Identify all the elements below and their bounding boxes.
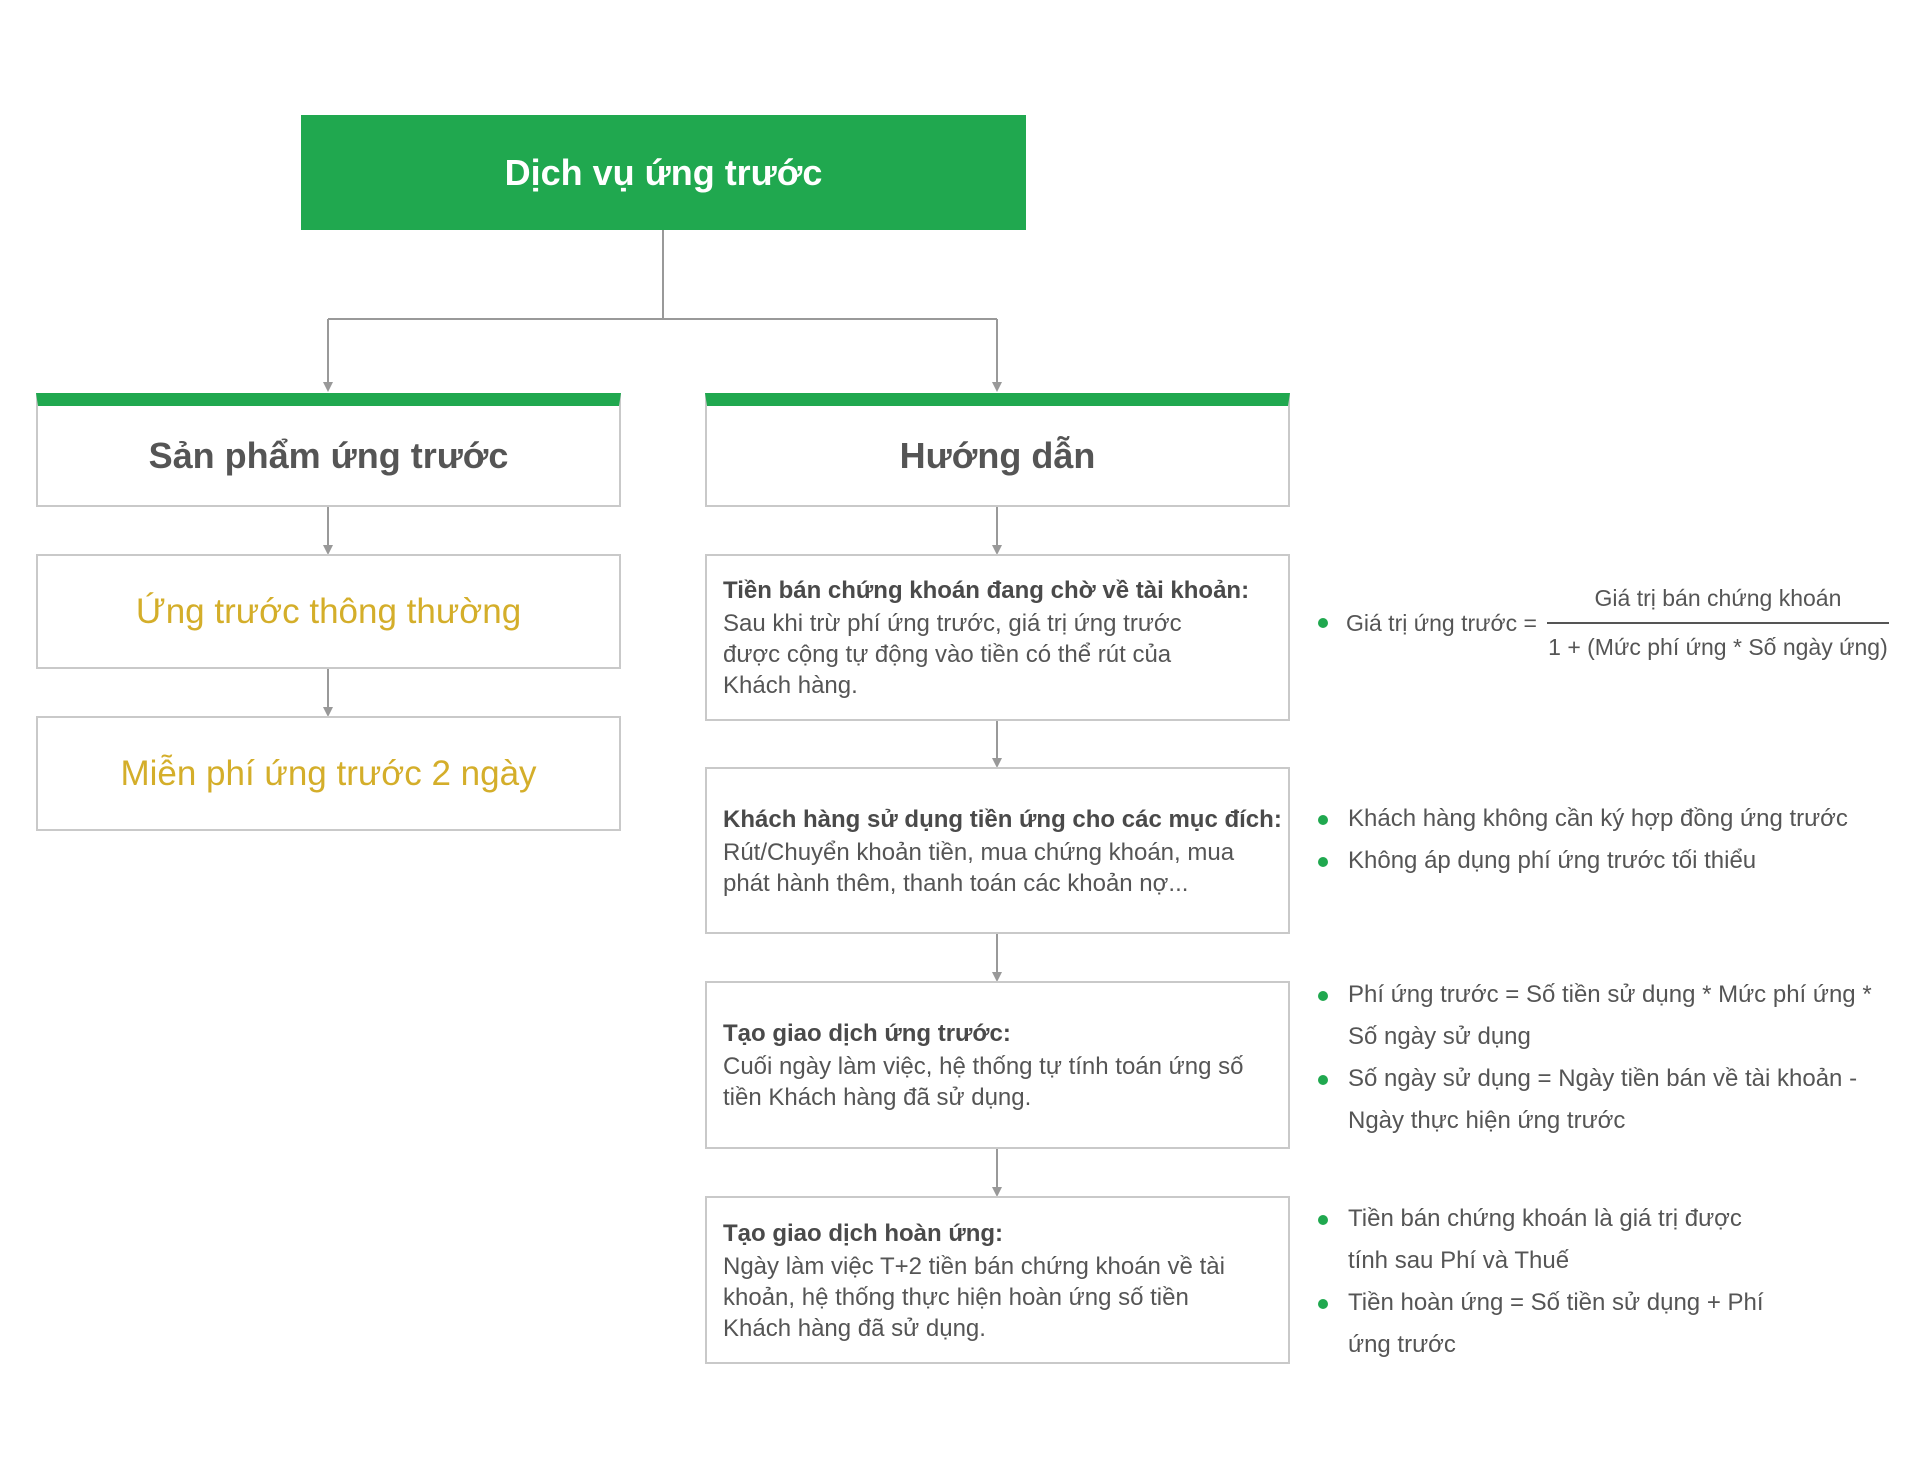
step-4-body: Ngày làm việc T+2 tiền bán chứng khoán v…	[723, 1252, 1225, 1342]
bullet-dot	[1318, 1215, 1328, 1225]
step-2-body: Rút/Chuyển khoản tiền, mua chứng khoán, …	[723, 838, 1235, 897]
formula-fraction: Giá trị bán chứng khoán 1 + (Mức phí ứng…	[1546, 585, 1889, 661]
step-2-title: Khách hàng sử dụng tiền ứng cho các mục …	[723, 805, 1282, 833]
formula-denominator: 1 + (Mức phí ứng * Số ngày ứng)	[1548, 634, 1888, 660]
step-3-body: Cuối ngày làm việc, hệ thống tự tính toá…	[723, 1053, 1244, 1111]
note-item: Tiền hoàn ứng = Số tiền sử dụng + Phí ứn…	[1318, 1282, 1768, 1366]
notes-group-2: Khách hàng không cần ký hợp đồng ứng trư…	[1318, 798, 1888, 882]
step-box-3: Tạo giao dịch ứng trước: Cuối ngày làm v…	[705, 981, 1290, 1149]
right-header-box: Hướng dẫn	[705, 393, 1290, 507]
note-item: Số ngày sử dụng = Ngày tiền bán về tài k…	[1318, 1058, 1878, 1142]
note-text: Tiền hoàn ứng = Số tiền sử dụng + Phí ứn…	[1348, 1289, 1764, 1358]
root-title: Dịch vụ ứng trước	[504, 151, 823, 193]
advance-value-formula: Giá trị ứng trước = Giá trị bán chứng kh…	[1318, 585, 1889, 661]
bullet-dot	[1318, 857, 1328, 867]
formula-numerator: Giá trị bán chứng khoán	[1546, 585, 1889, 624]
step-1-title: Tiền bán chứng khoán đang chờ về tài kho…	[723, 577, 1250, 604]
bullet-dot	[1318, 618, 1328, 628]
product-label-2: Miễn phí ứng trước 2 ngày	[120, 753, 537, 793]
bullet-dot	[1318, 1075, 1328, 1085]
step-4-title: Tạo giao dịch hoàn ứng:	[723, 1219, 1004, 1247]
product-label-1: Ứng trước thông thường	[135, 591, 522, 631]
bullet-dot	[1318, 815, 1328, 825]
notes-group-4: Tiền bán chứng khoán là giá trị được tín…	[1318, 1198, 1768, 1366]
notes-group-3: Phí ứng trước = Số tiền sử dụng * Mức ph…	[1318, 974, 1878, 1142]
note-item: Không áp dụng phí ứng trước tối thiểu	[1318, 840, 1888, 882]
note-item: Phí ứng trước = Số tiền sử dụng * Mức ph…	[1318, 974, 1878, 1058]
bullet-dot	[1318, 1299, 1328, 1309]
left-header-box: Sản phẩm ứng trước	[36, 393, 621, 507]
bullet-dot	[1318, 991, 1328, 1001]
step-3-title: Tạo giao dịch ứng trước:	[723, 1020, 1011, 1047]
note-text: Số ngày sử dụng = Ngày tiền bán về tài k…	[1348, 1065, 1858, 1134]
right-header-title: Hướng dẫn	[899, 434, 1096, 476]
step-box-4: Tạo giao dịch hoàn ứng: Ngày làm việc T+…	[705, 1196, 1290, 1364]
left-header-title: Sản phẩm ứng trước	[148, 434, 509, 476]
product-box-2: Miễn phí ứng trước 2 ngày	[36, 716, 621, 831]
note-item: Khách hàng không cần ký hợp đồng ứng trư…	[1318, 798, 1888, 840]
step-box-1: Tiền bán chứng khoán đang chờ về tài kho…	[705, 554, 1290, 721]
note-item: Tiền bán chứng khoán là giá trị được tín…	[1318, 1198, 1768, 1282]
formula-label: Giá trị ứng trước =	[1346, 609, 1537, 636]
product-box-1: Ứng trước thông thường	[36, 554, 621, 669]
note-text: Phí ứng trước = Số tiền sử dụng * Mức ph…	[1348, 981, 1872, 1050]
note-text: Khách hàng không cần ký hợp đồng ứng trư…	[1348, 805, 1848, 832]
step-box-2: Khách hàng sử dụng tiền ứng cho các mục …	[705, 767, 1290, 934]
root-node: Dịch vụ ứng trước	[301, 115, 1026, 230]
note-text: Tiền bán chứng khoán là giá trị được tín…	[1348, 1205, 1742, 1274]
step-1-body: Sau khi trừ phí ứng trước, giá trị ứng t…	[723, 610, 1182, 699]
note-text: Không áp dụng phí ứng trước tối thiểu	[1348, 847, 1757, 874]
